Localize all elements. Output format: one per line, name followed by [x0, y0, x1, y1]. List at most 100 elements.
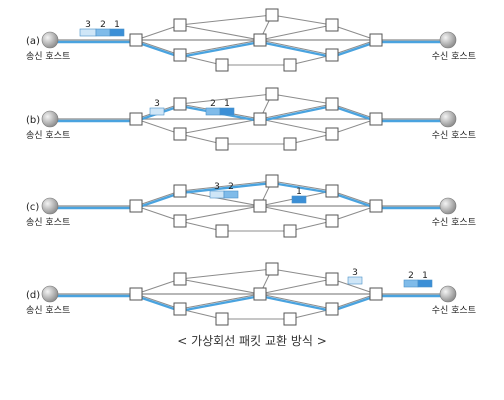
switch-node — [129, 33, 143, 47]
switch-node — [325, 127, 339, 141]
switch-node — [173, 184, 187, 198]
network-link — [271, 14, 333, 26]
packet-3 — [149, 107, 165, 116]
virtual-circuit-path — [56, 40, 448, 59]
network-link — [271, 268, 333, 280]
switch-node — [325, 302, 339, 316]
network-link — [331, 103, 377, 120]
sender-host-label: 송신 호스트 — [26, 305, 70, 316]
network-link — [179, 180, 273, 192]
switch-node — [173, 97, 187, 111]
packet-number: 3 — [85, 20, 91, 30]
sender-host-label: 송신 호스트 — [26, 51, 70, 62]
network-link — [289, 133, 333, 145]
network-link — [135, 190, 181, 207]
network-link — [179, 268, 273, 280]
network-link — [259, 24, 333, 41]
switch-node — [369, 33, 383, 47]
network-link — [179, 39, 261, 56]
switch-node — [283, 58, 297, 72]
network-link — [331, 39, 377, 56]
switch-node — [325, 184, 339, 198]
network-link — [259, 118, 333, 135]
network-link — [135, 278, 181, 295]
packet-1 — [417, 279, 433, 288]
network-link — [135, 39, 181, 56]
network-link — [179, 190, 261, 207]
network-link — [179, 278, 261, 295]
packet-number: 3 — [352, 268, 358, 278]
network-link — [331, 190, 377, 207]
switch-node — [253, 33, 267, 47]
network-link — [259, 293, 333, 310]
network-link — [179, 205, 261, 222]
packet-2 — [223, 190, 239, 199]
switch-node — [325, 48, 339, 62]
network-link — [179, 133, 223, 145]
receiver-host-icon — [439, 285, 457, 303]
panel-label: (b) — [26, 115, 40, 126]
network-link — [331, 118, 377, 135]
sender-host-icon — [41, 31, 59, 49]
receiver-host-label: 수신 호스트 — [432, 51, 476, 62]
switch-node — [129, 287, 143, 301]
packet-number: 3 — [214, 182, 220, 192]
packet-1 — [219, 107, 235, 116]
network-link — [135, 118, 181, 135]
packet-number: 2 — [408, 271, 414, 281]
switch-node — [325, 272, 339, 286]
network-link — [331, 24, 377, 41]
network-link — [259, 103, 333, 120]
network-link — [259, 39, 333, 56]
switch-node — [173, 18, 187, 32]
network-link — [331, 278, 377, 295]
panel-label: (a) — [26, 36, 40, 47]
switch-node — [253, 199, 267, 213]
switch-node — [129, 199, 143, 213]
network-link — [179, 14, 273, 26]
network-link — [259, 278, 333, 295]
switch-node — [265, 87, 279, 101]
switch-node — [369, 199, 383, 213]
network-link — [135, 205, 181, 222]
switch-node — [215, 137, 229, 151]
network-link — [179, 293, 261, 310]
switch-node — [173, 214, 187, 228]
panel-label: (d) — [26, 290, 40, 301]
switch-node — [215, 312, 229, 326]
packet-3 — [79, 28, 97, 37]
switch-node — [325, 18, 339, 32]
switch-node — [129, 112, 143, 126]
network-link — [331, 205, 377, 222]
switch-node — [325, 214, 339, 228]
packet-number: 2 — [100, 20, 106, 30]
switch-node — [283, 312, 297, 326]
switch-node — [283, 224, 297, 238]
switch-node — [253, 287, 267, 301]
packet-1 — [291, 195, 307, 204]
diagram-caption: < 가상회선 패킷 교환 방식 > — [177, 334, 327, 348]
packet-number: 1 — [422, 271, 428, 281]
panel-label: (c) — [26, 202, 39, 213]
packet-2 — [95, 28, 111, 37]
network-link — [179, 220, 223, 232]
switch-node — [173, 302, 187, 316]
sender-host-icon — [41, 110, 59, 128]
receiver-host-label: 수신 호스트 — [432, 130, 476, 141]
switch-node — [173, 48, 187, 62]
network-link — [331, 293, 377, 310]
switch-node — [173, 127, 187, 141]
receiver-host-icon — [439, 110, 457, 128]
packet-3 — [209, 190, 225, 199]
packet-number: 1 — [296, 187, 302, 197]
packet-number: 2 — [228, 182, 234, 192]
switch-node — [325, 97, 339, 111]
packet-number: 2 — [210, 99, 216, 109]
switch-node — [253, 112, 267, 126]
packet-1 — [109, 28, 125, 37]
